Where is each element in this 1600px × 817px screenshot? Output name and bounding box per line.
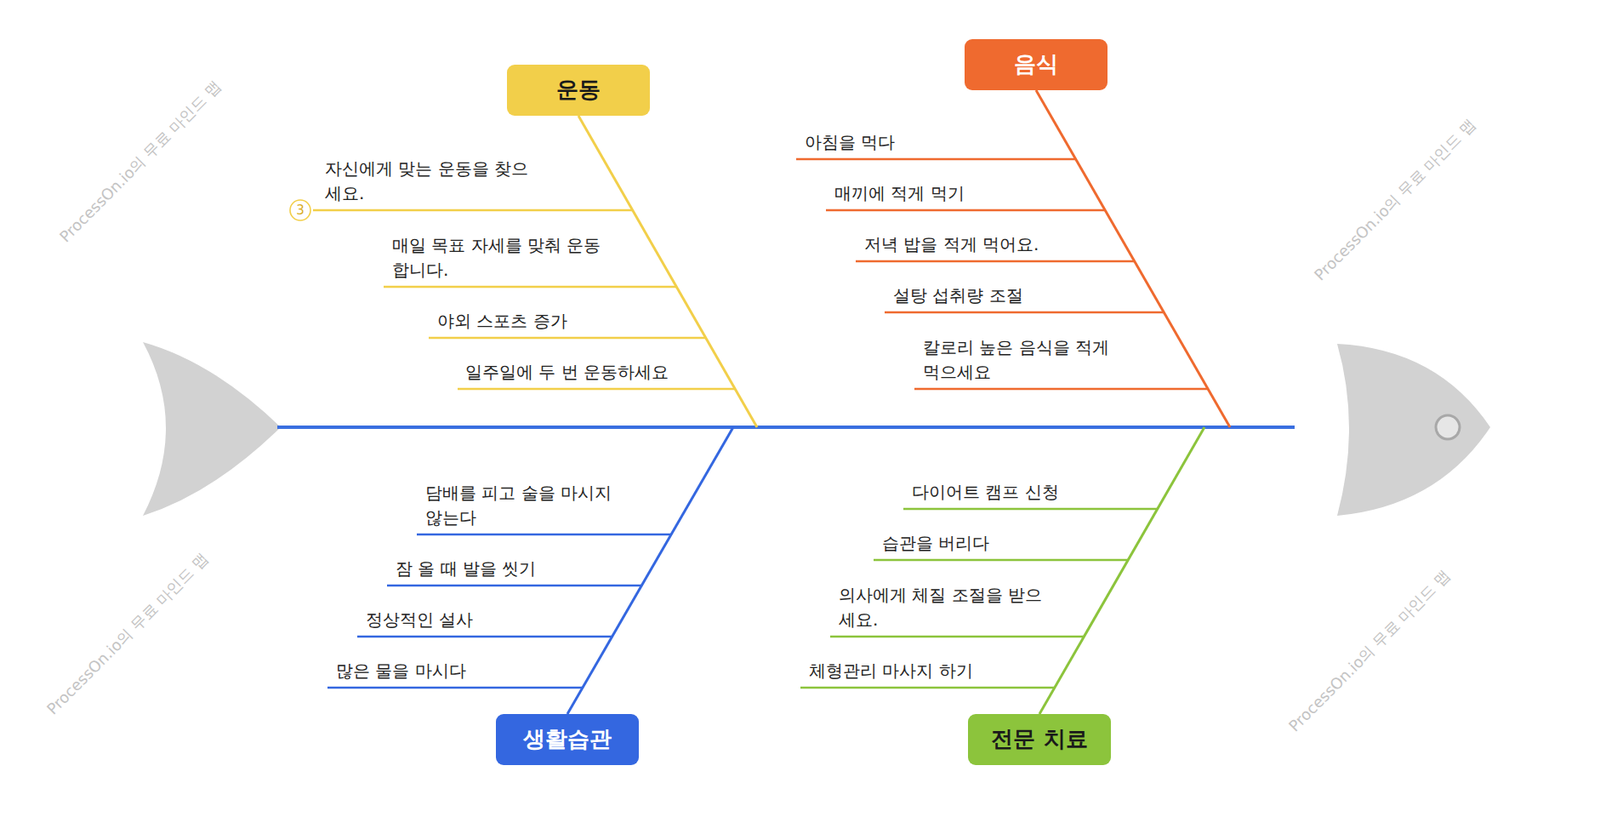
fish-tail: [142, 341, 281, 516]
cause-item: 의사에게 체질 조절을 받으세요.: [838, 582, 1052, 633]
fish-eye: [1435, 415, 1460, 439]
cause-item: 정상적인 설사: [365, 607, 473, 633]
category-title: 생활습관: [523, 725, 612, 752]
cause-item: 담배를 피고 술을 마시지 않는다: [425, 480, 627, 530]
item-line: [327, 686, 583, 689]
category-title: 운동: [556, 76, 601, 103]
watermark: ProcessOn.io의 무료 마인드 맵: [1284, 565, 1455, 736]
item-line: [428, 336, 707, 339]
item-line: [914, 387, 1208, 390]
cause-item: 습관을 버리다: [882, 530, 990, 556]
watermark: ProcessOn.io의 무료 마인드 맵: [1309, 114, 1481, 285]
category-box: 생활습관: [495, 713, 639, 765]
item-line: [387, 584, 642, 587]
item-line: [457, 387, 735, 390]
cause-item: 체형관리 마사지 하기: [808, 658, 974, 684]
item-line: [416, 533, 672, 536]
watermark: ProcessOn.io의 무료 마인드 맵: [55, 76, 226, 247]
item-line: [884, 311, 1164, 314]
bone: [1039, 427, 1205, 714]
item-line: [903, 507, 1158, 510]
bone: [1036, 90, 1230, 428]
category-box: 운동: [506, 64, 650, 116]
item-line: [796, 158, 1077, 160]
item-line: [383, 285, 677, 288]
cause-item: 아침을 먹다: [804, 130, 895, 155]
cause-item: 잠 올 때 발을 씻기: [395, 556, 536, 581]
fish-head: [1337, 343, 1491, 516]
cause-item: 설탕 섭취량 조절: [893, 283, 1024, 308]
cause-item: 많은 물을 마시다: [335, 658, 467, 684]
cause-item: 매일 목표 자세를 맞춰 운동합니다.: [392, 233, 607, 283]
cause-item: 저녁 밥을 적게 먹어요.: [864, 232, 1039, 257]
callout-number: 3: [290, 199, 311, 221]
category-title: 음식: [1013, 51, 1059, 78]
cause-item: 야외 스포츠 증가: [437, 308, 568, 334]
item-line: [357, 635, 613, 638]
bone: [567, 427, 734, 714]
item-line: [313, 209, 633, 211]
item-line: [830, 635, 1084, 638]
category-box: 전문 치료: [967, 713, 1111, 765]
cause-item: 일주일에 두 번 운동하세요: [465, 359, 669, 385]
cause-item: 매끼에 적게 먹기: [834, 181, 965, 206]
cause-item: 다이어트 캠프 신청: [911, 479, 1060, 505]
spine: [277, 425, 1295, 429]
item-line: [873, 558, 1128, 561]
cause-item: 칼로리 높은 음식을 적게 먹으세요: [922, 335, 1128, 385]
cause-item: 자신에게 맞는 운동을 찾으세요.: [324, 156, 545, 206]
category-box: 음식: [964, 39, 1108, 91]
item-line: [855, 260, 1135, 262]
item-line: [825, 209, 1105, 211]
watermark: ProcessOn.io의 무료 마인드 맵: [42, 548, 213, 719]
item-line: [800, 686, 1055, 689]
category-title: 전문 치료: [990, 725, 1088, 752]
callout-circle: [290, 199, 311, 221]
